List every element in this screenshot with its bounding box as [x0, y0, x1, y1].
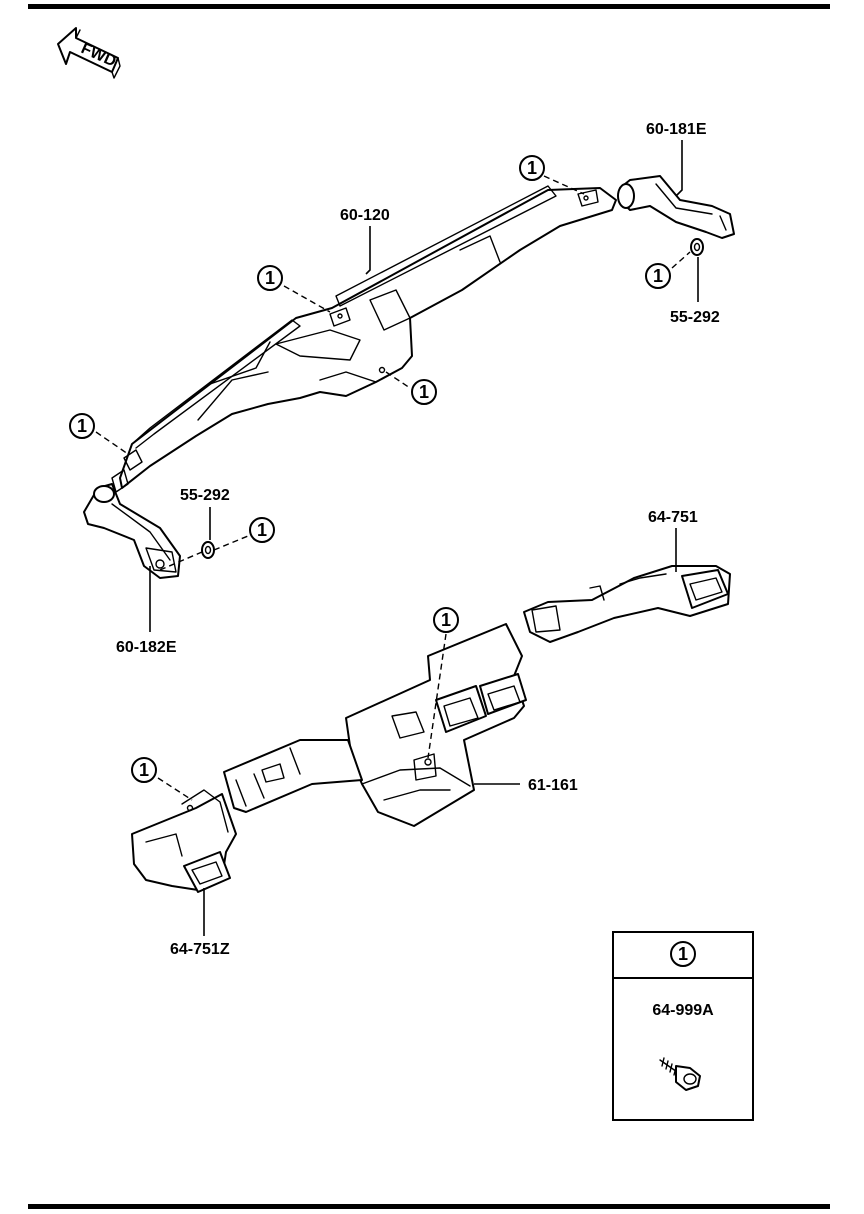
duct-60-181e: [617, 175, 735, 239]
legend-symbol: 1: [670, 941, 696, 967]
svg-text:1: 1: [678, 944, 688, 964]
screw-icon: [659, 1057, 701, 1091]
vent-64-751z: [131, 789, 237, 893]
svg-text:1: 1: [77, 416, 87, 436]
label-64-751z: 64-751Z: [170, 941, 230, 958]
label-55-292-left: 55-292: [180, 487, 230, 504]
label-60-182e: 60-182E: [116, 639, 177, 656]
label-64-751: 64-751: [648, 509, 698, 526]
bottom-rule: [28, 1204, 830, 1209]
callout-1-e: 1: [645, 263, 671, 289]
callout-1-h: 1: [131, 757, 157, 783]
washer-left-55-292: [201, 541, 215, 559]
callout-1-f: 1: [249, 517, 275, 543]
fwd-arrow-icon: FWD: [57, 27, 121, 79]
callout-1-a: 1: [519, 155, 545, 181]
label-55-292-right: 55-292: [670, 309, 720, 326]
svg-text:1: 1: [527, 158, 537, 178]
svg-text:1: 1: [265, 268, 275, 288]
label-61-161: 61-161: [528, 777, 578, 794]
vent-64-751: [523, 565, 731, 643]
callout-1-g: 1: [433, 607, 459, 633]
label-60-120: 60-120: [340, 207, 390, 224]
washer-right-55-292: [690, 238, 704, 256]
duct-60-182e: [83, 483, 181, 579]
svg-text:1: 1: [419, 382, 429, 402]
duct-60-120: [111, 185, 617, 493]
callout-1-c: 1: [411, 379, 437, 405]
callout-1-d: 1: [69, 413, 95, 439]
vent-body-61-161: [345, 623, 527, 827]
svg-text:1: 1: [653, 266, 663, 286]
top-rule: [28, 4, 830, 9]
legend-box: 1 64-999A: [612, 931, 754, 1121]
legend-part-number: 64-999A: [652, 1002, 714, 1019]
svg-text:1: 1: [257, 520, 267, 540]
svg-text:1: 1: [441, 610, 451, 630]
label-60-181e: 60-181E: [646, 121, 707, 138]
callout-1-b: 1: [257, 265, 283, 291]
duct-lower-left: [223, 739, 363, 813]
svg-text:1: 1: [139, 760, 149, 780]
